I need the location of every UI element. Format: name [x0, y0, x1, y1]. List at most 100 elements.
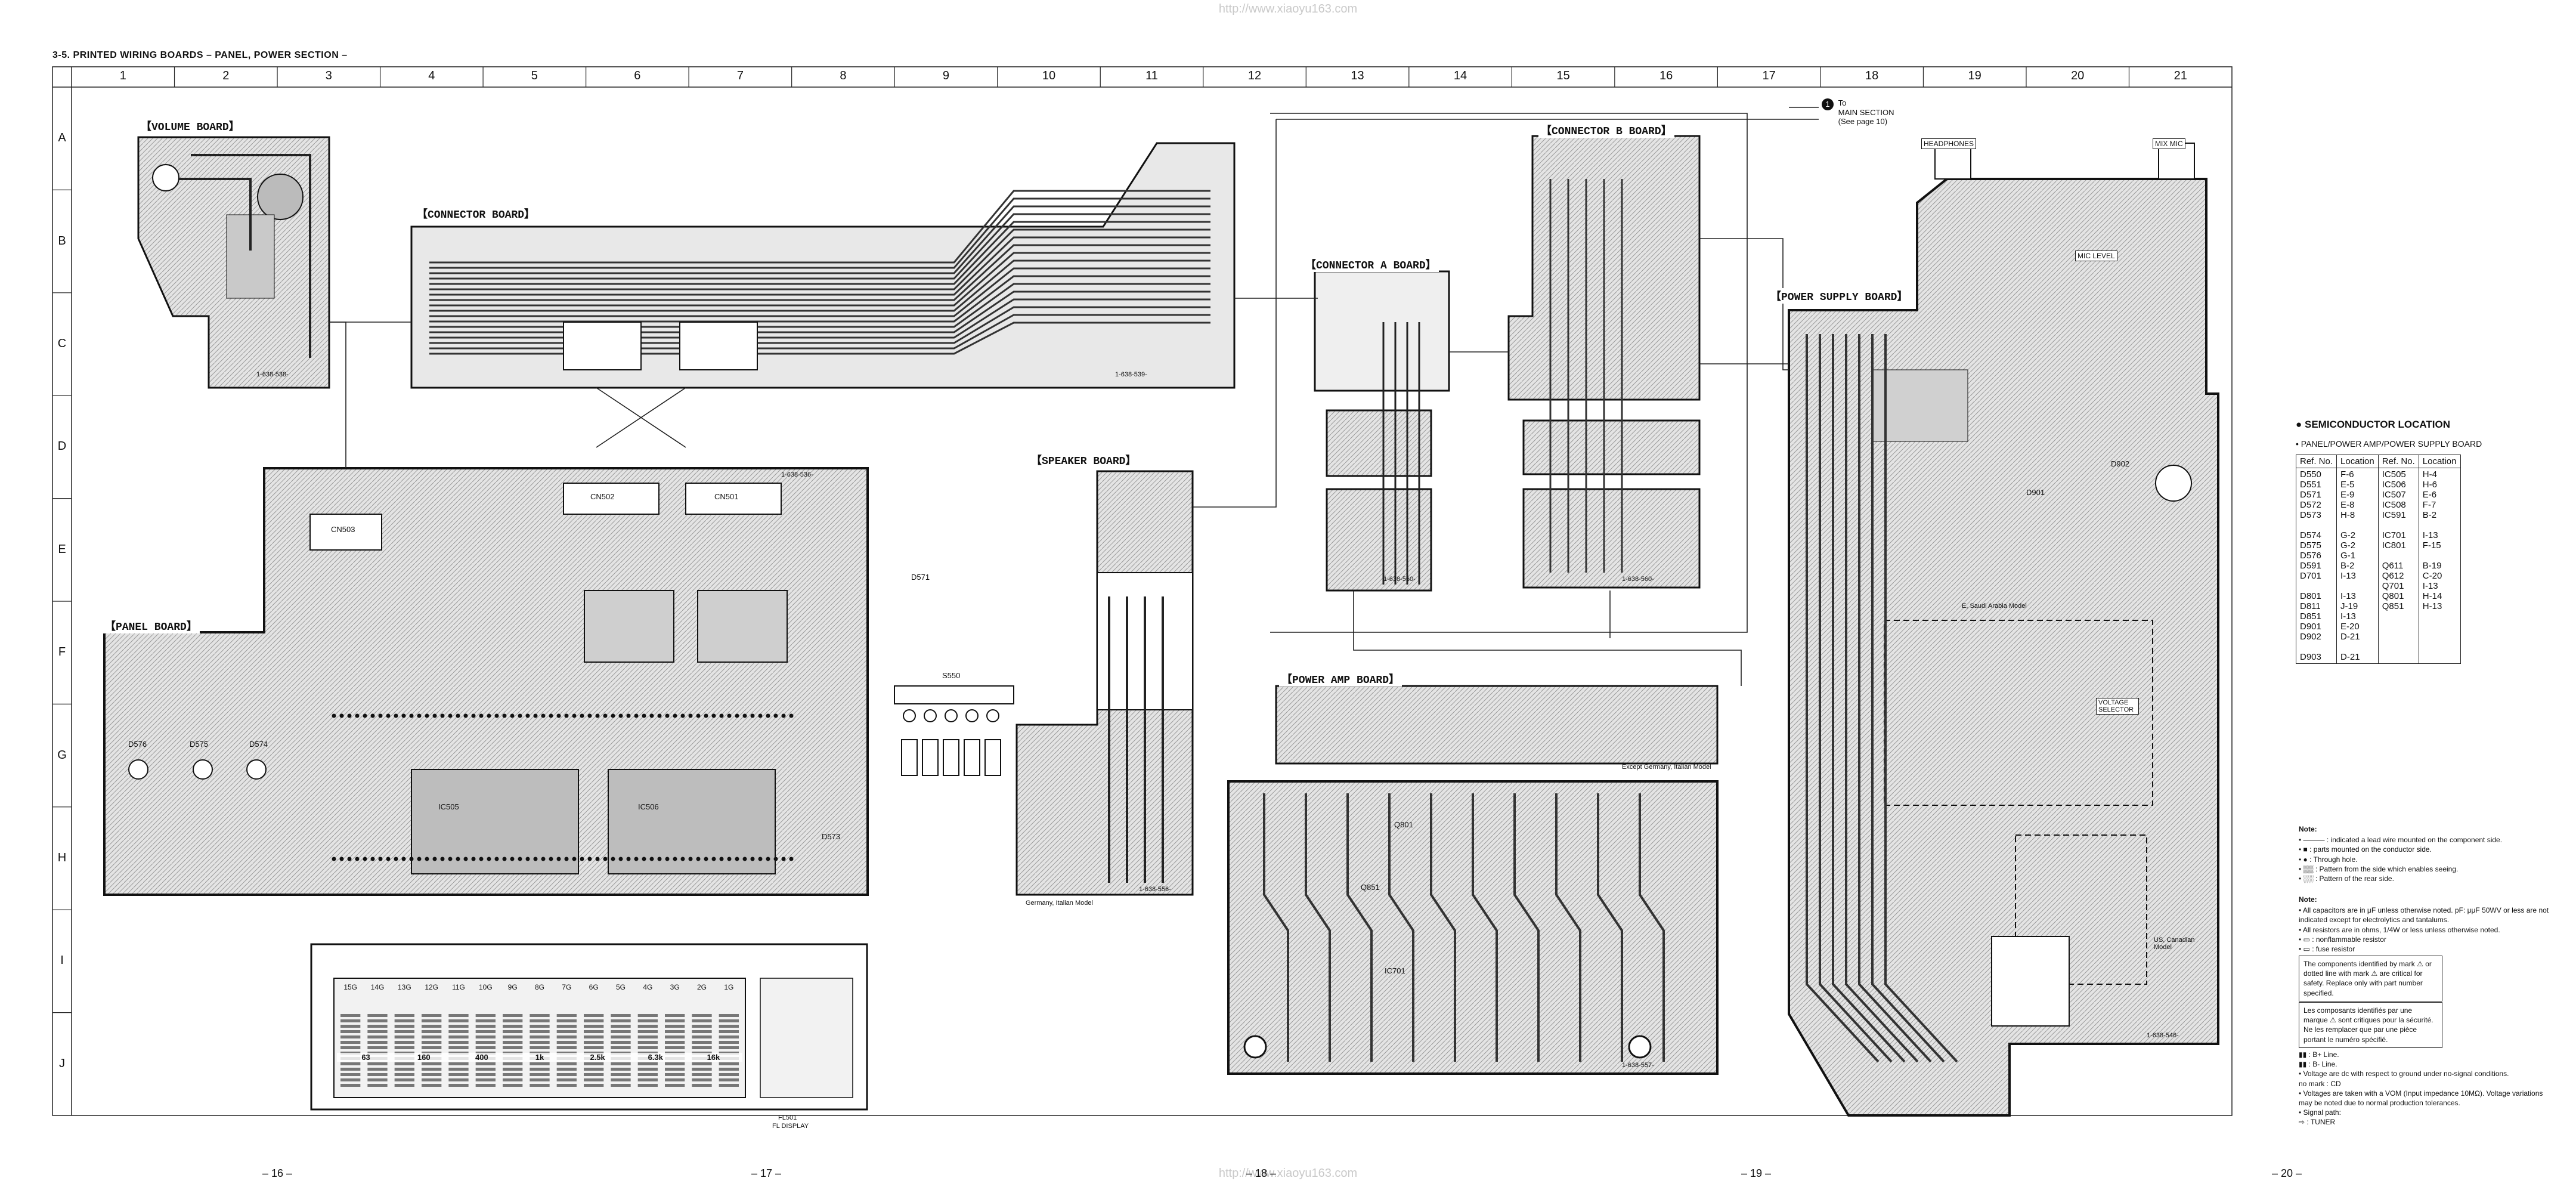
label-d574: D574 — [249, 740, 268, 749]
volume-board — [137, 136, 330, 389]
spectrum-band-label: 6.3k — [626, 1053, 685, 1062]
note-line: ▮▮ : B+ Line. — [2299, 1050, 2339, 1059]
main-section-ref: 1 To MAIN SECTION (See page 10) — [1822, 98, 1894, 126]
grid-row-ticks — [52, 189, 72, 1013]
label-voltage-selector: VOLTAGE SELECTOR — [2096, 698, 2139, 715]
grid-column-label: 3 — [325, 69, 332, 82]
label-q801: Q801 — [1394, 820, 1413, 829]
label-ic506: IC506 — [638, 802, 659, 811]
main-section-to: To — [1838, 98, 1847, 107]
label-d573: D573 — [822, 832, 841, 841]
note-line: • ■ : parts mounted on the conductor sid… — [2299, 845, 2432, 854]
semi-col2-refs: IC505 IC506 IC507 IC508 IC591 IC701 IC80… — [2377, 468, 2419, 664]
power-supply-board-label: 【POWER SUPPLY BOARD】 — [1768, 288, 1911, 304]
note-line: • Voltage are dc with respect to ground … — [2299, 1069, 2509, 1078]
note-line: no mark : CD — [2299, 1079, 2341, 1088]
label-d571: D571 — [911, 573, 930, 582]
spectrum-freq-label: 1G — [724, 983, 734, 991]
note-line: • ▭ : fuse resistor — [2299, 944, 2355, 953]
grid-row-label: C — [57, 337, 67, 350]
part-no-speaker: 1-638-556- — [1139, 886, 1171, 893]
main-section-marker-icon: 1 — [1822, 98, 1834, 110]
fl-display-board — [310, 943, 868, 1111]
grid-column-label: 15 — [1556, 69, 1570, 82]
grid-row-label: I — [60, 954, 64, 967]
semiconductor-location: ● SEMICONDUCTOR LOCATION • PANEL/POWER A… — [2295, 419, 2482, 664]
note-line: ⇨ : TUNER — [2299, 1118, 2336, 1127]
label-cn501: CN501 — [714, 492, 739, 501]
semi-col1-locs: F-6 E-5 E-9 E-8 H-8 G-2 G-2 G-1 B-2 I-13… — [2336, 468, 2379, 664]
safety-warning-en: The components identified by mark ⚠ or d… — [2299, 956, 2442, 1001]
label-headphones: HEADPHONES — [1921, 138, 1977, 149]
notes-section-c: ▮▮ : B+ Line. ▮▮ : B- Line. • Voltage ar… — [2299, 1050, 2549, 1127]
label-q851: Q851 — [1361, 883, 1380, 892]
note-line: • ▭ : nonflammable resistor — [2299, 935, 2386, 944]
grid-row-label: H — [57, 851, 67, 864]
notes-section-a: Note: • ——— : indicated a lead wire moun… — [2299, 824, 2549, 883]
grid-column-label: 9 — [942, 69, 949, 82]
grid-row-label: F — [58, 645, 66, 659]
label-us-canadian: US, Canadian Model — [2154, 936, 2195, 951]
semi-header-loc2: Location — [2418, 455, 2461, 468]
grid-column-label: 14 — [1453, 69, 1467, 82]
label-d575: D575 — [190, 740, 209, 749]
note-line: • ░░ : Pattern of the rear side. — [2299, 874, 2394, 883]
grid-frame — [52, 66, 2233, 1116]
volume-board-label: 【VOLUME BOARD】 — [138, 118, 242, 134]
grid-column-label: 8 — [840, 69, 847, 82]
connector-board — [410, 142, 1236, 389]
spectrum-freq-label: 2G — [696, 983, 707, 991]
label-fl-display: FL DISPLAY — [772, 1123, 809, 1130]
speaker-board-label: 【SPEAKER BOARD】 — [1029, 452, 1139, 468]
power-supply-board — [1788, 143, 2219, 1117]
label-s550: S550 — [942, 671, 961, 680]
grid-column-label: 17 — [1762, 69, 1776, 82]
speaker-board — [1015, 470, 1194, 896]
notes-title: Note: — [2299, 825, 2317, 833]
grid-column-label: 11 — [1145, 69, 1158, 82]
semiconductor-subtitle: • PANEL/POWER AMP/POWER SUPPLY BOARD — [2296, 439, 2482, 449]
page-number-19: – 19 – — [1741, 1167, 1772, 1179]
note-line: • ——— : indicated a lead wire mounted on… — [2299, 836, 2503, 845]
connector-board-label: 【CONNECTOR BOARD】 — [414, 206, 538, 221]
grid-column-label: 12 — [1247, 69, 1262, 82]
spectrum-freq-label: 13G — [397, 983, 411, 991]
grid-row-label: G — [57, 748, 67, 762]
page-number-18: – 18 – — [1246, 1167, 1277, 1179]
wiring-harness — [329, 107, 1819, 686]
notes-section-b: Note: • All capacitors are in μF unless … — [2299, 895, 2549, 954]
part-no-connector-b: 1-638-560- — [1622, 576, 1654, 583]
spectrum-freq-label: 7G — [562, 983, 572, 991]
grid-column-label: 5 — [531, 69, 538, 82]
grid-row-label: A — [58, 131, 66, 145]
spectrum-freq-label: 10G — [478, 983, 493, 991]
connector-a-board-label: 【CONNECTOR A BOARD】 — [1303, 256, 1439, 272]
semi-header-ref2: Ref. No. — [2377, 455, 2419, 468]
part-no-volume: 1-638-538- — [256, 371, 289, 378]
spectrum-band-label: 1k — [510, 1053, 569, 1062]
spectrum-band-label: 160 — [395, 1053, 453, 1062]
part-no-panel: 1-638-536- — [781, 471, 813, 478]
grid-column-label: 21 — [2174, 69, 2187, 82]
connector-b-board — [1507, 135, 1701, 589]
spectrum-freq-label: 11G — [452, 983, 465, 991]
label-ic701: IC701 — [1385, 966, 1405, 975]
spectrum-freq-label: 9G — [507, 983, 518, 991]
semi-col1-refs: D550 D551 D571 D572 D573 D574 D575 D576 … — [2295, 468, 2337, 664]
page-number-17: – 17 – — [751, 1167, 782, 1179]
label-ic505: IC505 — [438, 802, 459, 811]
label-d901: D901 — [2026, 488, 2045, 497]
grid-row-label: B — [58, 234, 66, 248]
spectrum-band-label: 63 — [337, 1053, 395, 1062]
label-e-saudi: E, Saudi Arabia Model — [1962, 602, 2027, 610]
power-amp-board — [1227, 685, 1719, 1075]
semi-col2-locs: H-4 H-6 E-6 F-7 B-2 I-13 F-15 B-19 C-20 … — [2418, 468, 2461, 664]
grid-row-label: D — [57, 440, 67, 453]
grid-row-label: E — [58, 542, 66, 556]
label-mix-mic: MIX MIC — [2153, 138, 2185, 149]
grid-column-label: 19 — [1968, 69, 1981, 82]
grid-row-label: J — [59, 1056, 65, 1070]
spectrum-freq-label: 5G — [615, 983, 626, 991]
label-d576: D576 — [128, 740, 147, 749]
part-no-power-amp: 1-638-557- — [1622, 1062, 1654, 1069]
